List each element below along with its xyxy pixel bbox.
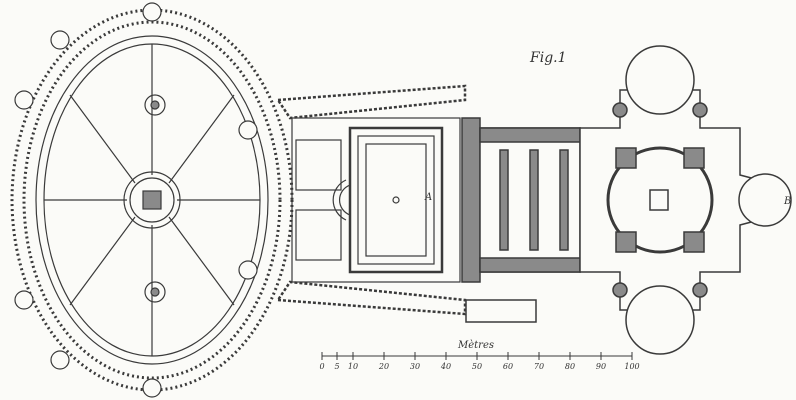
piazza-retta <box>291 117 461 283</box>
colonnade-pavilions <box>14 2 258 398</box>
high-altar <box>649 189 669 211</box>
scale-bar <box>321 352 633 360</box>
obelisk-base <box>123 171 181 229</box>
scale-tick-label: 70 <box>533 362 545 371</box>
scale-tick-label: 30 <box>409 362 421 371</box>
scale-tick-label: 90 <box>595 362 607 371</box>
scale-title: Mètres <box>458 340 495 351</box>
scale-tick-label: 0 <box>319 362 325 371</box>
point-label-b: B <box>784 196 792 207</box>
basilica <box>461 45 792 355</box>
scale-tick-label: 40 <box>440 362 452 371</box>
fountain-north <box>144 94 166 116</box>
piazza-spokes <box>44 44 260 356</box>
scale-tick-label: 100 <box>624 362 640 371</box>
scale-tick-label: 60 <box>502 362 514 371</box>
obelisk <box>142 190 162 210</box>
scale-tick-label: 50 <box>471 362 483 371</box>
point-label-a: A <box>425 192 433 203</box>
scale-tick-label: 80 <box>564 362 576 371</box>
fountain-south <box>144 281 166 303</box>
figure-label: Fig.1 <box>530 50 567 66</box>
scale-tick-label: 5 <box>334 362 340 371</box>
colonnade-arms <box>275 84 467 316</box>
oval-piazza <box>10 2 294 398</box>
scale-tick-label: 20 <box>378 362 390 371</box>
scale-tick-label: 10 <box>347 362 359 371</box>
